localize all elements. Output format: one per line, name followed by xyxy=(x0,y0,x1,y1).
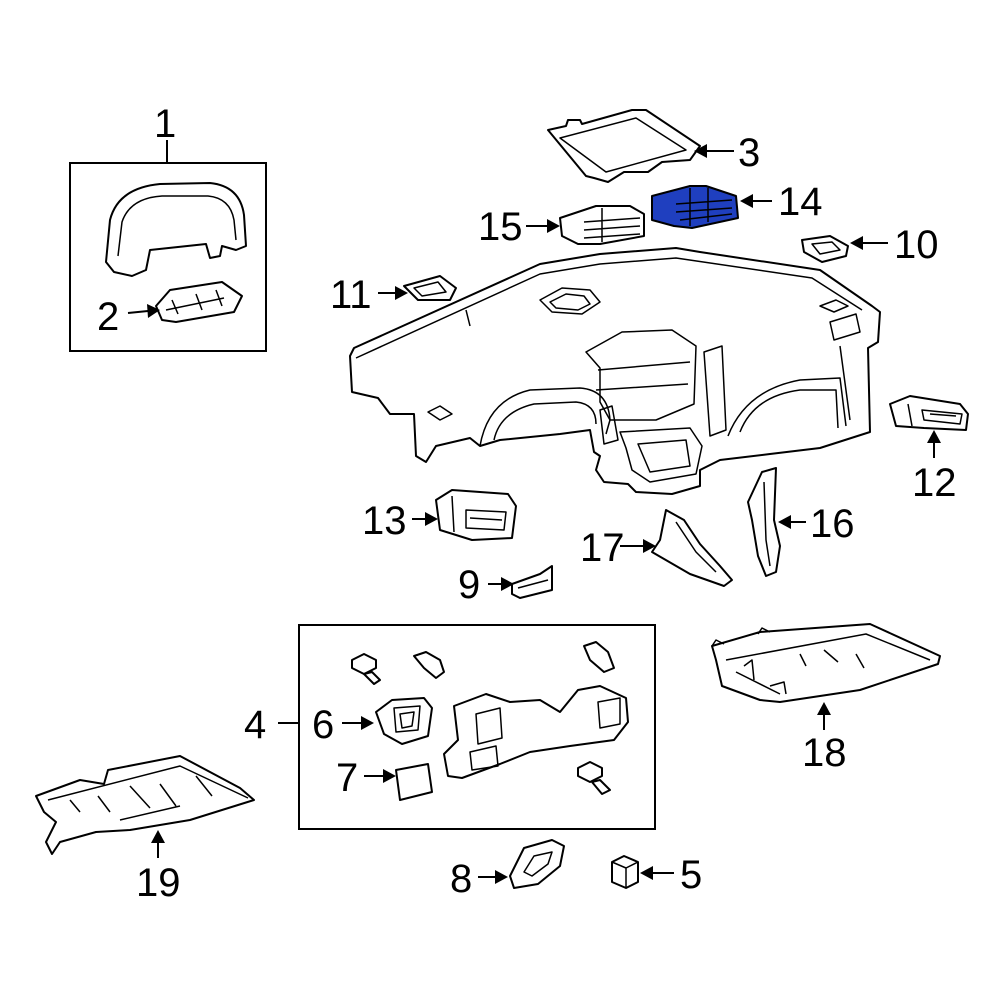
part-1-cluster-hood[interactable] xyxy=(105,182,247,277)
leader-11 xyxy=(378,286,408,300)
callout-9[interactable]: 9 xyxy=(458,563,480,607)
leader-6 xyxy=(342,716,374,730)
group-box-4 xyxy=(278,624,656,830)
callout-8[interactable]: 8 xyxy=(450,857,472,901)
part-8-small-bezel[interactable] xyxy=(509,839,565,889)
callout-2[interactable]: 2 xyxy=(97,295,119,339)
callout-13[interactable]: 13 xyxy=(362,499,407,543)
clip-upper-left[interactable] xyxy=(413,651,445,679)
part-10-small-cover[interactable] xyxy=(801,235,849,263)
part-7-pad[interactable] xyxy=(395,763,433,801)
callout-10[interactable]: 10 xyxy=(894,223,939,267)
leader-7 xyxy=(364,769,396,783)
leader-3 xyxy=(694,144,734,158)
screw-upper[interactable] xyxy=(351,653,381,685)
callout-17[interactable]: 17 xyxy=(580,526,625,570)
part-14-center-vent[interactable] xyxy=(651,185,739,229)
leader-18 xyxy=(817,702,831,730)
callout-6[interactable]: 6 xyxy=(312,703,334,747)
part-18-lower-panel[interactable] xyxy=(711,623,941,703)
callout-15[interactable]: 15 xyxy=(478,205,523,249)
callout-3[interactable]: 3 xyxy=(738,131,760,175)
clip-upper-right[interactable] xyxy=(583,641,615,673)
leader-19 xyxy=(151,830,165,858)
callout-16[interactable]: 16 xyxy=(810,502,855,546)
part-3-upper-panel[interactable] xyxy=(547,109,701,183)
callout-5[interactable]: 5 xyxy=(680,853,702,897)
part-6-switch-bezel[interactable] xyxy=(375,697,433,745)
part-9-bracket[interactable] xyxy=(511,565,553,599)
callout-18[interactable]: 18 xyxy=(802,731,847,775)
part-2-trim-bracket[interactable] xyxy=(155,281,243,323)
leader-16 xyxy=(778,515,806,529)
leader-14 xyxy=(740,194,772,208)
instrument-panel xyxy=(349,247,881,495)
part-13-side-vent[interactable] xyxy=(435,489,517,541)
part-5-switch[interactable] xyxy=(611,855,639,889)
callout-4[interactable]: 4 xyxy=(244,703,266,747)
callout-12[interactable]: 12 xyxy=(912,461,957,505)
leader-13 xyxy=(412,512,438,526)
leader-5 xyxy=(640,866,674,880)
leader-9 xyxy=(488,577,514,591)
callout-19[interactable]: 19 xyxy=(136,861,181,905)
leader-15 xyxy=(526,219,560,233)
callout-14[interactable]: 14 xyxy=(778,180,823,224)
part-11-small-cover[interactable] xyxy=(403,275,457,301)
callout-11[interactable]: 11 xyxy=(330,273,372,317)
part-16-side-trim[interactable] xyxy=(747,467,781,577)
part-19-left-lower-panel[interactable] xyxy=(35,755,255,855)
leader-17 xyxy=(620,539,656,553)
group-box-1 xyxy=(69,140,267,352)
leader-12 xyxy=(927,430,941,458)
callout-1[interactable]: 1 xyxy=(154,102,176,146)
part-17-lower-trim[interactable] xyxy=(651,509,733,587)
leader-10 xyxy=(850,236,888,250)
leader-8 xyxy=(478,870,508,884)
leader-2 xyxy=(127,304,160,318)
part-15-center-vent[interactable] xyxy=(559,205,645,245)
callout-7[interactable]: 7 xyxy=(336,756,358,800)
screw-lower[interactable] xyxy=(577,761,611,795)
part-12-side-vent[interactable] xyxy=(889,395,969,431)
lower-trim-panel[interactable] xyxy=(443,685,629,779)
